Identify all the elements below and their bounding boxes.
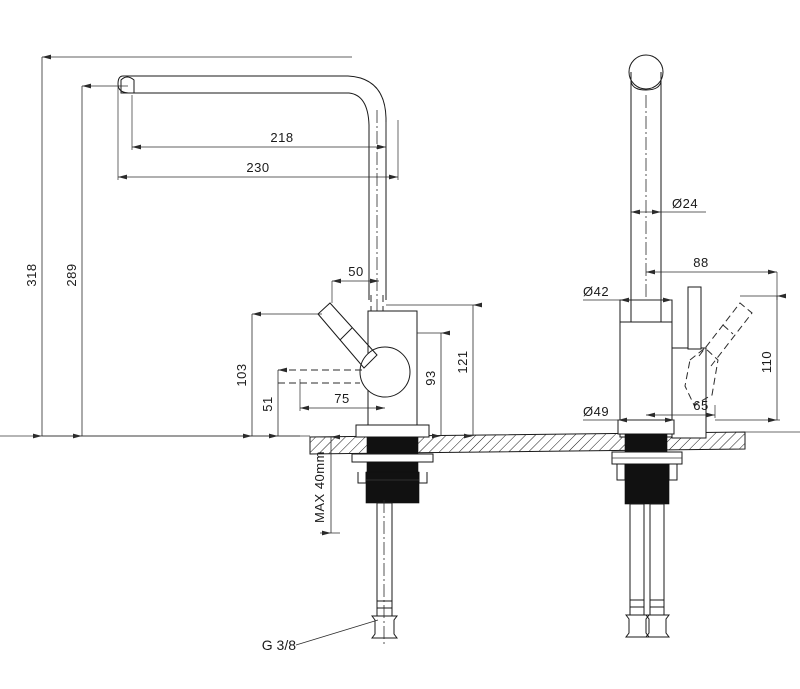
lock-nut-left-wing — [358, 472, 366, 483]
lock-nut-body — [365, 471, 420, 504]
dimtext-handle-projection: 88 — [693, 255, 708, 270]
side-base-flange — [617, 419, 675, 435]
spout-bend-underside — [631, 81, 661, 90]
dimtext-spout-height: 289 — [64, 263, 79, 286]
side-handle-mount — [671, 347, 707, 439]
dimtext-body-upper-diameter: Ø42 — [583, 284, 609, 299]
dimtext-handle-swing-height: 110 — [759, 351, 774, 373]
spout-bend-end-circle — [628, 54, 664, 90]
shank-in-counter — [366, 436, 419, 455]
dimtext-body-base-diameter: Ø49 — [583, 404, 609, 419]
dimtext-spout-reach-outer: 230 — [246, 160, 269, 175]
spout-aerator-bump — [121, 77, 134, 93]
side-lever-swung — [698, 302, 753, 367]
spout-inner-profile — [130, 93, 369, 300]
dimtext-counter-thickness: MAX 40mm — [312, 451, 327, 523]
lock-nut-right-wing — [419, 472, 427, 483]
side-lever-swung-seam — [722, 324, 734, 335]
dimtext-body-total-height: 121 — [455, 350, 470, 373]
lever-handle-seam — [340, 328, 352, 340]
side-body-cylinder — [619, 299, 673, 438]
front-dimension-lines: 318 289 218 230 50 103 51 — [24, 54, 482, 653]
dimtext-body-height: 93 — [423, 370, 438, 385]
base-flange — [355, 424, 430, 438]
washer-plate — [351, 453, 434, 463]
side-lever-upright — [687, 286, 702, 350]
dimtext-handle-depth: 65 — [693, 398, 708, 413]
hose-hex-nut — [372, 616, 397, 638]
cartridge-ball — [359, 346, 411, 398]
side-cartridge-hidden — [684, 347, 719, 406]
dimtext-supply-thread: G 3/8 — [262, 637, 296, 653]
dimtext-handle-height: 103 — [234, 363, 249, 386]
side-hose-r-hex-nut — [646, 615, 669, 637]
side-locknut-body — [624, 463, 670, 505]
side-shank-in-counter — [624, 433, 668, 453]
shank-thread-upper — [366, 461, 419, 473]
dimtext-handle-reach: 75 — [334, 391, 349, 406]
front-elevation-geometry — [118, 76, 434, 644]
side-hose-l-hex-nut — [626, 615, 649, 637]
side-locknut-left-wing — [617, 464, 625, 480]
side-elevation-geometry — [611, 54, 753, 637]
dimtext-spout-reach-inner: 218 — [270, 130, 293, 145]
leader-supply-thread — [295, 619, 379, 646]
side-locknut-right-wing — [669, 464, 677, 480]
dimtext-handle-pivot-height: 51 — [260, 396, 275, 411]
supply-hose — [376, 502, 393, 617]
dimtext-spout-tube-diameter: Ø24 — [672, 196, 698, 211]
dimtext-total-height: 318 — [24, 263, 39, 286]
side-dimension-lines: Ø24 88 Ø42 Ø49 65 110 — [583, 196, 786, 423]
side-supply-hose-right — [649, 503, 665, 616]
dimtext-spout-offset: 50 — [348, 264, 363, 279]
spout-outer-profile — [123, 76, 386, 300]
spout-end-cap — [118, 76, 130, 93]
side-supply-hose-left — [629, 503, 645, 616]
